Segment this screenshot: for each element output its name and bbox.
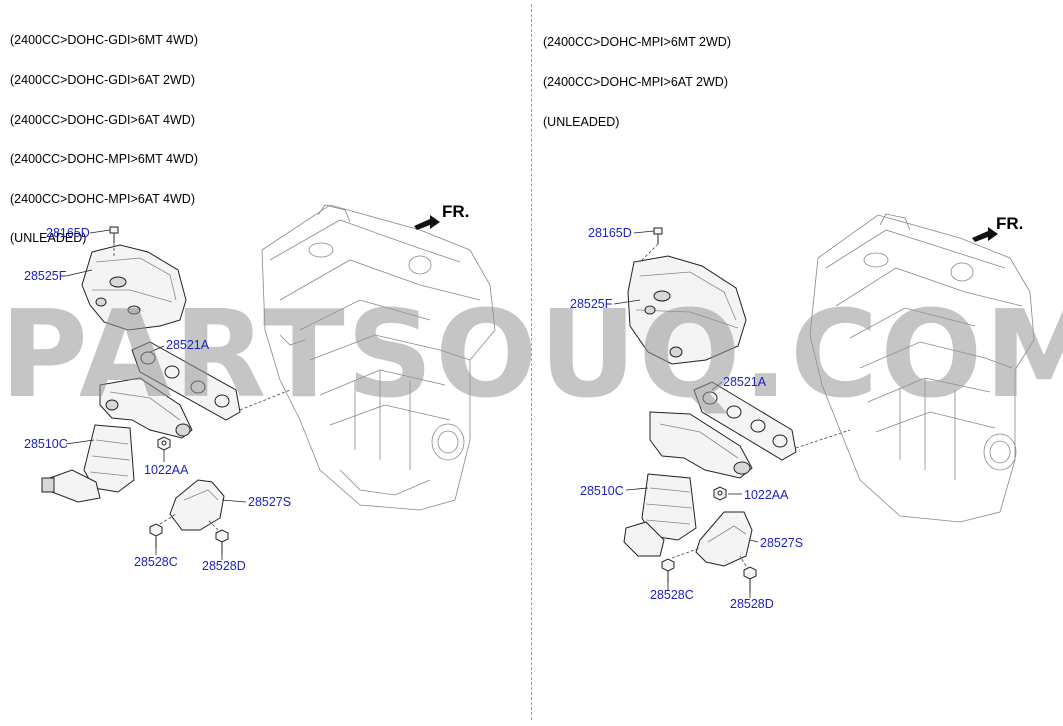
part-link-28165D-left[interactable]: 28165D [46, 226, 90, 240]
heat-shield-right [627, 255, 747, 365]
front-label-right: FR. [996, 214, 1024, 233]
bracket-28527S-right [695, 511, 753, 567]
spec-line: (UNLEADED) [10, 231, 87, 246]
part-link-28521A-right[interactable]: 28521A [723, 375, 767, 389]
bolts-28528-right [661, 547, 757, 592]
panel-divider [531, 4, 532, 720]
spec-line: (2400CC>DOHC-GDI>6AT 4WD) [10, 112, 195, 127]
nut-1022AA-left [157, 436, 171, 451]
front-arrow-left [414, 215, 440, 230]
manifold-catalyst-right [623, 411, 753, 557]
spec-line: (2400CC>DOHC-MPI>6AT 2WD) [543, 75, 728, 89]
part-link-28528C-right[interactable]: 28528C [650, 588, 694, 602]
gasket-left [131, 341, 241, 421]
spec-line: (UNLEADED) [543, 114, 620, 129]
manifold-catalyst-left [41, 377, 193, 503]
bolt-28165D-right [639, 227, 663, 263]
spec-line: (2400CC>DOHC-MPI>6MT 2WD) [543, 35, 732, 50]
gasket-right [693, 381, 797, 461]
front-label-left: FR. [442, 202, 470, 221]
part-link-28521A-left[interactable]: 28521A [166, 338, 210, 352]
spec-line: (2400CC>DOHC-MPI>6AT 4WD) [10, 191, 195, 206]
part-link-28510C-left[interactable]: 28510C [24, 437, 68, 451]
part-link-1022AA-left[interactable]: 1022AA [144, 463, 189, 477]
engine-block-right [809, 213, 1035, 523]
part-link-28165D-right[interactable]: 28165D [588, 226, 632, 240]
spec-list-left: (2400CC>DOHC-GDI>6MT 4WD) (2400CC>DOHC-G… [10, 8, 198, 272]
spec-list-right: (2400CC>DOHC-MPI>6MT 2WD) (2400CC>DOHC-M… [543, 10, 731, 155]
front-arrow-right [972, 227, 998, 242]
part-link-1022AA-right[interactable]: 1022AA [744, 488, 789, 502]
part-link-28527S-left[interactable]: 28527S [248, 495, 292, 509]
part-link-28528D-left[interactable]: 28528D [202, 559, 246, 573]
part-link-28510C-right[interactable]: 28510C [580, 484, 624, 498]
part-link-28527S-right[interactable]: 28527S [760, 536, 804, 550]
spec-line: (2400CC>DOHC-GDI>6AT 2WD) [10, 73, 195, 87]
part-link-28525F-left[interactable]: 28525F [24, 269, 67, 283]
nut-1022AA-right [713, 486, 727, 501]
bracket-28527S-left [169, 479, 225, 531]
spec-line: (2400CC>DOHC-MPI>6MT 4WD) [10, 152, 199, 167]
engine-block-left [261, 204, 496, 511]
spec-line: (2400CC>DOHC-GDI>6MT 4WD) [10, 33, 199, 48]
part-link-28528C-left[interactable]: 28528C [134, 555, 178, 569]
heat-shield-left [81, 244, 187, 331]
part-link-28525F-right[interactable]: 28525F [570, 297, 613, 311]
bolts-28528-left [149, 513, 229, 554]
leader-lines-right [613, 230, 851, 598]
part-link-28528D-right[interactable]: 28528D [730, 597, 774, 611]
leader-lines-left [65, 229, 291, 560]
